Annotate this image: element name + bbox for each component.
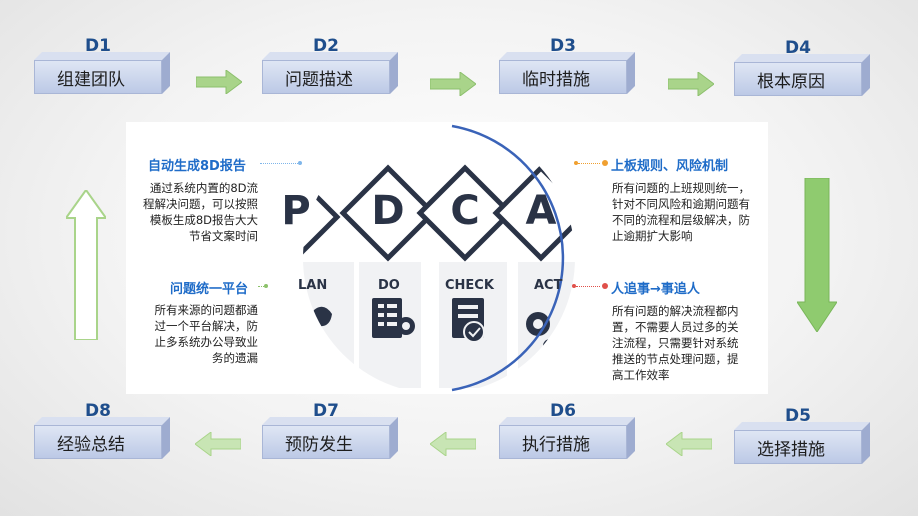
feature-desc-auto-report: 通过系统内置的8D流 程解决问题，可以按照 模板生成8D报告大大 节省文案时间 [143, 181, 258, 243]
step-code: D5 [785, 406, 811, 426]
connector-dot [264, 284, 268, 288]
step-code: D8 [85, 401, 111, 421]
arrow-down-icon [797, 178, 837, 332]
step-label: 经验总结 [34, 425, 162, 459]
feature-desc-person-task: 所有问题的解决流程都内 置，不需要人员过多的关 注流程，只需要针对系统 推送的节… [612, 304, 739, 382]
feature-title-rules-risk: 上板规则、风险机制 [611, 159, 729, 174]
feature-title-auto-report: 自动生成8D报告 [148, 159, 246, 174]
connector-dot [298, 161, 302, 165]
connector-dot [574, 161, 578, 165]
arrow-up-icon [66, 190, 106, 340]
arrow-left-icon [666, 432, 712, 456]
feature-desc-unified-platform: 所有来源的问题都通 过一个平台解决，防 止多系统办公导致业 务的遗漏 [154, 303, 259, 365]
step-code: D2 [313, 36, 339, 56]
step-code: D6 [550, 401, 576, 421]
step-label: 预防发生 [262, 425, 390, 459]
pdca-caption-act: ACT [534, 278, 563, 293]
step-label: 临时措施 [499, 60, 627, 94]
step-label: 执行措施 [499, 425, 627, 459]
step-d8: D8 经验总结 [34, 401, 170, 459]
step-code: D4 [785, 38, 811, 58]
feature-desc-rules-risk: 所有问题的上班规则统一， 针对不同风险和逾期问题有 不同的流程和层级解决，防 止… [612, 181, 750, 243]
pdca-letter-d: D [371, 188, 405, 234]
step-d4: D4 根本原因 [734, 38, 870, 96]
step-d2: D2 问题描述 [262, 36, 398, 94]
arrow-left-icon [430, 432, 476, 456]
step-label: 组建团队 [34, 60, 162, 94]
pdca-illustration [303, 124, 575, 392]
step-label: 问题描述 [262, 60, 390, 94]
step-label: 根本原因 [734, 62, 862, 96]
step-code: D1 [85, 36, 111, 56]
arrow-right-icon [196, 70, 242, 94]
pdca-caption-check: CHECK [445, 278, 494, 293]
pdca-letter-p: P [281, 188, 311, 234]
step-d5: D5 选择措施 [734, 406, 870, 464]
arrow-right-icon [668, 72, 714, 96]
step-label: 选择措施 [734, 430, 862, 464]
step-d6: D6 执行措施 [499, 401, 635, 459]
pdca-letter-a: A [525, 188, 557, 234]
pdca-panel: P D C A LAN DO CHECK ACT 自动生成8D报告 通过系统内置… [126, 122, 768, 394]
step-code: D3 [550, 36, 576, 56]
pdca-caption-plan: LAN [298, 278, 328, 293]
step-code: D7 [313, 401, 339, 421]
step-d1: D1 组建团队 [34, 36, 170, 94]
feature-title-unified-platform: 问题统一平台 [170, 282, 249, 297]
arrow-right-icon [430, 72, 476, 96]
bullet-dot [602, 160, 608, 166]
step-d3: D3 临时措施 [499, 36, 635, 94]
arrow-left-icon [195, 432, 241, 456]
connector-dot [572, 284, 576, 288]
feature-title-person-task: 人追事→事追人 [611, 282, 700, 297]
pdca-caption-do: DO [378, 278, 400, 293]
bullet-dot [602, 283, 608, 289]
step-d7: D7 预防发生 [262, 401, 398, 459]
pdca-letter-c: C [450, 188, 480, 234]
